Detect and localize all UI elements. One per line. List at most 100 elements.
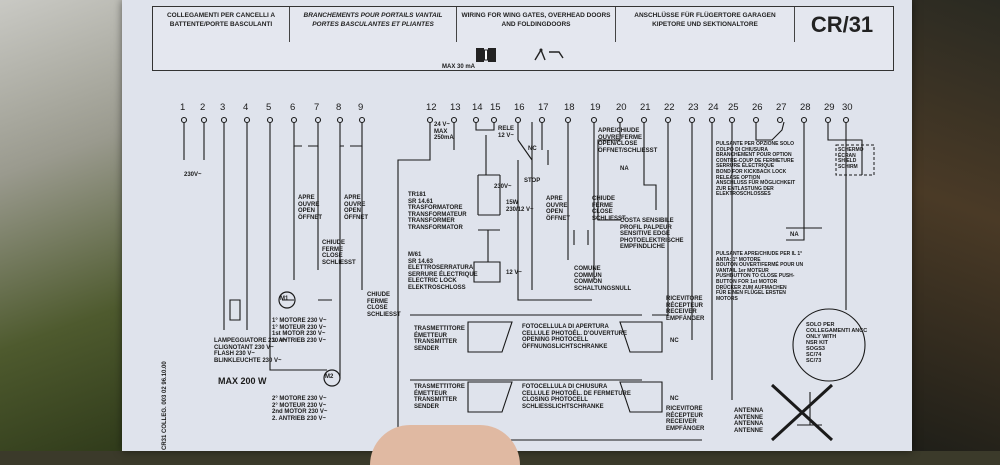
title-italian: COLLEGAMENTI PER CANCELLI A BATTENTE/POR…	[153, 7, 290, 43]
motor2-label: 2° MOTORE 230 V~ 2° MOTEUR 230 V~ 2nd MO…	[272, 396, 328, 422]
antenna-label: ANTENNA ANTENNE ANTENNA ANTENNE	[734, 408, 764, 434]
flasher-label: LAMPEGGIATORE 230 V~ CLIGNOTANT 230 V~ F…	[214, 338, 288, 364]
common-label: COMUNE COMMUN COMMON SCHALTUNGSNULL	[574, 266, 632, 292]
terminal-screw	[314, 116, 322, 124]
terminal-screw	[514, 116, 522, 124]
terminal-screw	[200, 116, 208, 124]
terminal-screw	[538, 116, 546, 124]
terminal-number: 24	[708, 102, 719, 113]
stop-nc-label: NC	[528, 146, 537, 152]
document-code: CR/31	[810, 12, 874, 37]
max-current-label: MAX 30 mA	[442, 64, 476, 70]
title-french: BRANCHEMENTS POUR PORTAILS VANTAIL PORTE…	[290, 7, 457, 43]
normally-open-label: NA	[620, 166, 629, 172]
transformer-input-label: 230V~	[494, 184, 512, 190]
motor1-symbol: M1	[280, 296, 289, 302]
terminal-number: 15	[490, 102, 501, 113]
lock-voltage-label: 12 V~	[506, 270, 522, 276]
terminal-screw	[472, 116, 480, 124]
receiver-label-2: RICEVITORE RÉCEPTEUR RECEIVER EMPFÄNGER	[666, 406, 705, 432]
terminal-screw	[752, 116, 760, 124]
terminal-number: 28	[800, 102, 811, 113]
terminal-number: 16	[514, 102, 525, 113]
transmitter-label-1: TRASMETTITORE ÉMETTEUR TRANSMITTER SENDE…	[414, 326, 465, 352]
terminal-number: 7	[314, 102, 320, 113]
terminal-screw	[800, 116, 808, 124]
terminal-number: 9	[358, 102, 364, 113]
title-bar: COLLEGAMENTI PER CANCELLI A BATTENTE/POR…	[152, 6, 894, 44]
open-label-3: APRE OUVRE OPEN ÖFFNET	[546, 196, 570, 222]
sensitive-edge-label: COSTA SENSIBILE PROFIL PALPEUR SENSITIVE…	[620, 218, 684, 250]
terminal-screw	[490, 116, 498, 124]
photocell2-nc-label: NC	[670, 396, 679, 402]
accessory-supply-label: 24 V~ MAX 250mA	[434, 122, 454, 141]
terminal-screw	[842, 116, 850, 124]
kickback-option-label: PULSANTE PER OPZIONE SOLO COLPO DI CHIUS…	[716, 141, 796, 198]
terminal-screw	[640, 116, 648, 124]
terminal-number: 6	[290, 102, 296, 113]
closing-photocell-label: FOTOCELLULA DI CHIUSURA CELLULE PHOTOÉL.…	[522, 384, 631, 410]
terminal-screw	[180, 116, 188, 124]
terminal-screw	[290, 116, 298, 124]
terminal-number: 13	[450, 102, 461, 113]
motor2-symbol: M2	[325, 374, 334, 380]
terminal-number: 14	[472, 102, 483, 113]
close-label-3: CHIUDE FERME CLOSE SCHLIESST	[592, 196, 626, 222]
relay-label: RELE 12 V~	[498, 126, 515, 139]
terminal-screw	[358, 116, 366, 124]
terminal-number: 5	[266, 102, 272, 113]
terminal-screw	[220, 116, 228, 124]
overhead-door-icon	[534, 48, 564, 61]
terminal-screw	[708, 116, 716, 124]
terminal-screw	[564, 116, 572, 124]
title-german: ANSCHLÜSSE FÜR FLÜGERTORE GARAGEN KIPETO…	[616, 7, 795, 43]
normally-open-label-2: NA	[790, 232, 799, 238]
terminal-number: 26	[752, 102, 763, 113]
photocell1-nc-label: NC	[670, 338, 679, 344]
transmitter-label-2: TRASMETTITORE ÉMETTEUR TRANSMITTER SENDE…	[414, 384, 465, 410]
receiver-label-1: RICEVITORE RÉCEPTEUR RECEIVER EMPFÄNGER	[666, 296, 705, 322]
terminal-number: 25	[728, 102, 739, 113]
terminal-number: 1	[180, 102, 186, 113]
stop-label: STOP	[524, 178, 541, 184]
terminal-number: 2	[200, 102, 206, 113]
terminal-number: 21	[640, 102, 651, 113]
terminal-screw	[336, 116, 344, 124]
open-label-2: APRE OUVRE OPEN ÖFFNET	[344, 195, 368, 221]
open-label-1: APRE OUVRE OPEN ÖFFNET	[298, 195, 322, 221]
terminal-number: 23	[688, 102, 699, 113]
supply-label: 230V~	[184, 172, 202, 178]
terminal-screw	[590, 116, 598, 124]
close-label-1: CHIUDE FERME CLOSE SCHLIESST	[322, 240, 356, 266]
wiring-diagram-sheet: COLLEGAMENTI PER CANCELLI A BATTENTE/POR…	[122, 0, 912, 451]
title-english: WIRING FOR WING GATES, OVERHEAD DOORS AN…	[457, 7, 616, 43]
terminal-screw	[426, 116, 434, 124]
terminal-screw	[616, 116, 624, 124]
terminal-screw	[664, 116, 672, 124]
transformer-rating-label: 15W 230/12 V~	[506, 200, 534, 213]
terminal-number: 8	[336, 102, 342, 113]
terminal-number: 17	[538, 102, 549, 113]
kit-only-label: SOLO PER COLLEGAMENTI ANCC ONLY WITH NSR…	[806, 322, 868, 364]
terminal-number: 20	[616, 102, 627, 113]
terminal-screw	[776, 116, 784, 124]
terminal-number: 12	[426, 102, 437, 113]
open-close-label: APRE/CHIUDE OUVRE/FERME OPEN/CLOSE ÖFFNE…	[598, 128, 658, 154]
terminal-screw	[824, 116, 832, 124]
hand-holding-sheet	[370, 425, 520, 465]
electric-lock-label: M/61 SR 14.63 ELETTROSERRATURA SERRURE É…	[408, 252, 478, 291]
terminal-screw	[243, 116, 251, 124]
terminal-screw	[688, 116, 696, 124]
terminal-number: 19	[590, 102, 601, 113]
icon-bar	[152, 42, 894, 71]
terminal-number: 30	[842, 102, 853, 113]
shield-label: SCHERMO ÉCRAN SHIELD SCHIRM	[838, 147, 864, 170]
terminal-number: 29	[824, 102, 835, 113]
document-reference: CR31 COLLEG. 003 02 96.10.00	[162, 361, 168, 450]
terminal-number: 3	[220, 102, 226, 113]
motor1-label: 1° MOTORE 230 V~ 1° MOTEUR 230 V~ 1st MO…	[272, 318, 327, 344]
wiring-lines	[180, 116, 875, 442]
terminal-screw	[728, 116, 736, 124]
single-wing-button-label: PULSANTE APRE/CHIUDE PER IL 1° ANTA: 1° …	[716, 251, 804, 302]
wing-gate-icon	[476, 48, 496, 62]
